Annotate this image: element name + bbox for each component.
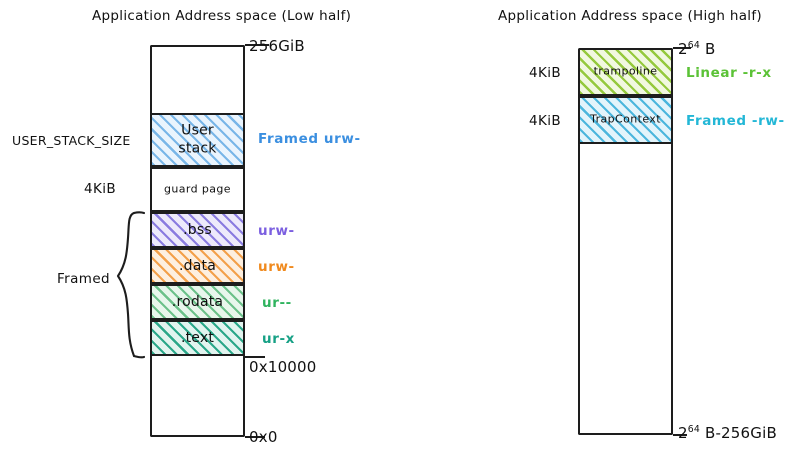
address-256gib: 256GiB [249,37,305,55]
block-text[interactable]: .text [150,320,245,356]
perm-data: urw- [258,259,295,275]
block-data-label: .data [179,257,216,274]
label-trampoline-size: 4KiB [529,65,562,81]
block-trapcontext[interactable]: TrapContext [578,96,673,144]
block-guard-page-label: guard page [164,182,231,196]
perm-rodata: ur-- [262,295,292,311]
block-empty-top [150,45,245,113]
block-trampoline-label: trampoline [593,64,658,78]
label-user-stack-size: USER_STACK_SIZE [12,133,131,148]
tick-0x10000 [245,356,265,359]
block-high-empty [578,144,673,435]
label-trapcontext-size: 4KiB [529,113,562,129]
block-trapcontext-label: TrapContext [590,112,661,126]
address-2pow64-minus-256gib: 264 B-256GiB [678,424,777,442]
tick-2pow64-minus-256gib [673,434,687,437]
high-half-title: Application Address space (High half) [498,8,762,24]
address-0x10000: 0x10000 [249,358,317,376]
perm-bss: urw- [258,223,295,239]
block-text-label: .text [180,329,215,346]
address-0x0: 0x0 [249,428,278,446]
label-guard-page-size: 4KiB [84,181,117,197]
tick-0x0 [245,436,265,439]
perm-trapcontext: Framed -rw- [686,113,785,129]
tick-256gib [245,44,269,47]
label-framed-brace: Framed [57,271,111,287]
perm-user-stack: Framed urw- [258,131,361,147]
block-guard-page[interactable]: guard page [150,167,245,212]
block-bss[interactable]: .bss [150,212,245,248]
block-empty-bottom [150,356,245,437]
block-rodata-label: .rodata [171,293,224,310]
perm-text: ur-x [262,331,295,347]
block-bss-label: .bss [183,221,212,238]
tick-2pow64 [673,47,691,50]
block-data[interactable]: .data [150,248,245,284]
address-2pow64: 264 B [678,40,716,58]
block-rodata[interactable]: .rodata [150,284,245,320]
block-trampoline[interactable]: trampoline [578,48,673,96]
low-half-title: Application Address space (Low half) [92,8,352,24]
perm-trampoline: Linear -r-x [686,65,772,81]
